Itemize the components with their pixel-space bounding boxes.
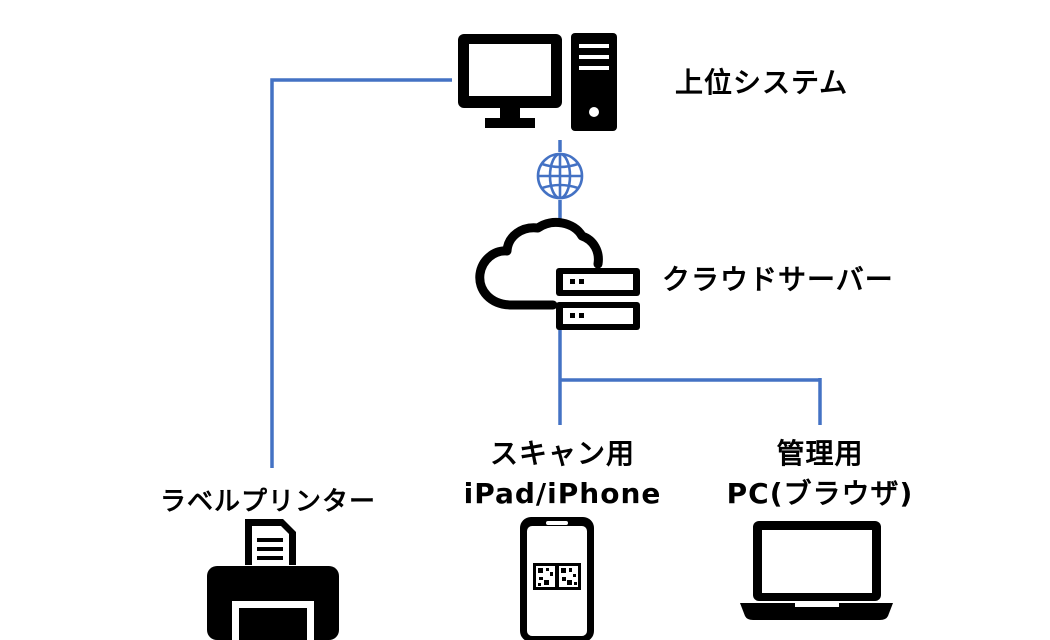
connector-host-to-printer [270,78,452,468]
scan-device-label-line1: スキャン用 [489,437,635,470]
label-printer-label: ラベルプリンター [160,487,377,517]
laptop-icon [740,521,893,620]
cloud-server-icon [475,217,640,330]
cloud-server-label: クラウドサーバー [662,263,894,296]
admin-pc-label-line2: PC(ブラウザ) [726,477,914,510]
printer-icon [207,519,339,640]
host-system-label: 上位システム [675,66,849,99]
admin-pc-label: 管理用 PC(ブラウザ) [705,434,935,514]
scan-device-label: スキャン用 iPad/iPhone [455,434,670,514]
qr-code-icon [533,563,581,590]
globe-icon [536,152,584,200]
admin-pc-label-line1: 管理用 [776,437,864,470]
desktop-tower-icon [458,33,617,131]
scan-device-label-line2: iPad/iPhone [463,477,662,510]
connectors [270,78,822,468]
smartphone-qr-icon [520,517,594,640]
